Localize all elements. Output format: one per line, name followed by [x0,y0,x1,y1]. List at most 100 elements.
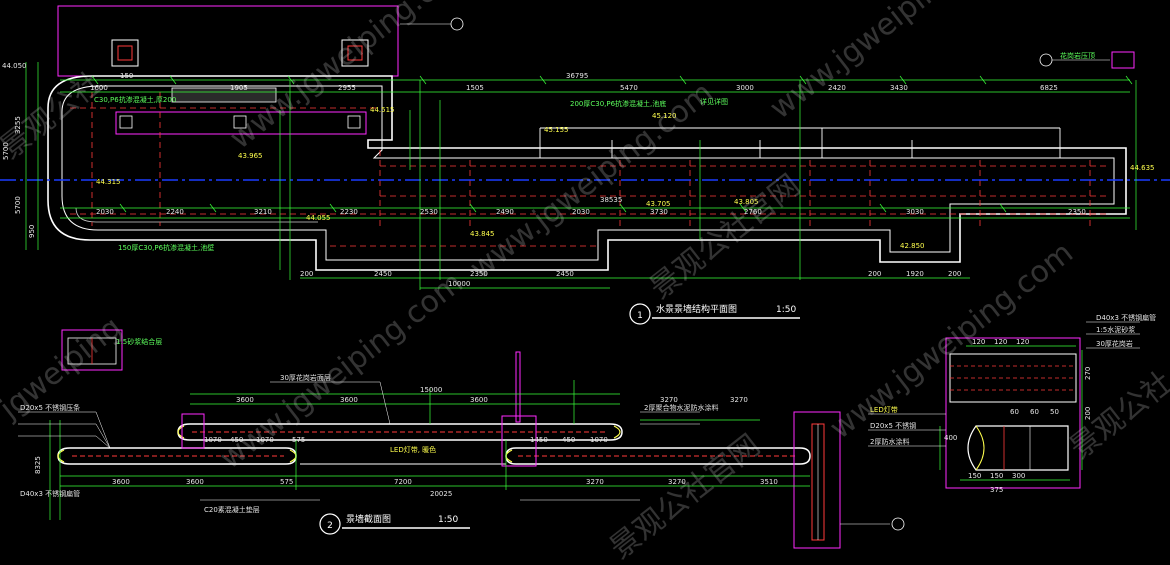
plan-mid-dim-7: 3730 [650,208,668,216]
detail-coping [967,425,1069,471]
section-dim-15: 3600 [112,478,130,486]
plan-elev-7: 43.845 [470,230,495,238]
plan-top-dim-labels: 150 1600 1905 2955 1505 5470 36795 3000 … [90,72,1058,92]
detail-note-labels: D40x3 不锈钢扁管 LED灯带 D20x5 不锈钢 1:5水泥砂浆 30厚花… [870,313,1156,446]
section-dim-11: 3270 [586,478,604,486]
detail-note-5: 2厚防水涂料 [870,437,909,446]
section-wall-lower-left [57,447,297,465]
plan-jet-1 [119,115,133,129]
plan-mid-dim-6: 2030 [572,208,590,216]
plan-mid-dim-0: 2030 [96,208,114,216]
section-dim-5: 15000 [420,386,442,394]
plan-left-dim-4: 950 [28,225,36,238]
plan-note-labels: C30,P6抗渗混凝土,厚200 200厚C30,P6抗渗混凝土,池底 150厚… [94,51,1095,252]
plan-elev-4: 45.155 [544,126,569,134]
plan-bottom-dim-5: 200 [868,270,881,278]
plan-title: 水景景墙结构平面图 [656,303,737,315]
plan-corner-tag [1111,51,1135,69]
section-dim-20: 3270 [660,396,678,404]
section-dim-6: 3600 [470,396,488,404]
section-dim-1: 450 [230,436,243,444]
plan-column-left [111,39,139,67]
plan-top-dim-10: 6825 [1040,84,1058,92]
plan-scale: 1:50 [776,305,796,315]
plan-left-dim-3: 5700 [14,196,22,214]
detail-dim-8: 375 [990,486,1003,494]
section-dim-0: 1070 [204,436,222,444]
plan-note-1: 200厚C30,P6抗渗混凝土,池底 [570,99,666,108]
detail-frame [945,337,1081,489]
section-dim-2: 1070 [256,436,274,444]
plan-left-dim-labels: 44.050 5700 3255 5700 950 [2,62,36,238]
plan-basin-upper [115,111,367,135]
plan-mid-dim-4: 2530 [420,208,438,216]
detail-leader-lines [868,321,1140,447]
detail-dim-labels: 120 120 120 60 60 150 150 300 375 270 20… [944,338,1092,494]
section-dim-17: 575 [280,478,293,486]
plan-elev-2: 43.965 [238,152,263,160]
detail-dim-2: 120 [1016,338,1029,346]
section-dim-16: 3600 [186,478,204,486]
section-view: 1070 450 1070 3600 3600 15000 3600 575 1… [18,329,905,549]
section-dim-21: 3270 [730,396,748,404]
plan-column-left-core [117,45,133,61]
section-dim-8: 1450 [530,436,548,444]
detail-dim-11: 400 [944,434,957,442]
plan-note-2: 150厚C30,P6抗渗混凝土,池壁 [118,243,214,252]
plan-jet-2 [233,115,247,129]
section-title-number: 2 [327,521,333,531]
section-leader-lines [18,381,890,525]
detail-dim-12: 50 [1050,408,1059,416]
plan-mid-dim-1: 2240 [166,208,184,216]
detail-note-3: 1:5水泥砂浆 [1096,325,1135,334]
detail-coping-curve [975,425,985,471]
section-note-6: C20素混凝土垫层 [204,505,260,514]
section-note-2: D40x3 不锈钢扁管 [20,489,80,498]
detail-note-0: D40x3 不锈钢扁管 [1096,313,1156,322]
plan-mid-dim-11: 38535 [600,196,622,204]
plan-mid-dim-2: 3210 [254,208,272,216]
section-dim-7: 575 [292,436,305,444]
plan-top-dim-1: 1600 [90,84,108,92]
detail-dim-6: 150 [990,472,1003,480]
plan-column-right-core [347,45,363,61]
plan-elev-10: 44.635 [1130,164,1155,172]
detail-dimension-lines [939,345,1083,481]
section-detail-box-a [61,329,123,371]
plan-top-dim-8: 2420 [828,84,846,92]
plan-bottom-dim-0: 200 [300,270,313,278]
plan-note-4: 花岗岩压顶 [1060,51,1095,60]
detail-view: 120 120 120 60 60 150 150 300 375 270 20… [868,313,1156,494]
section-detail-symbol [891,517,905,531]
plan-top-dim-5: 5470 [620,84,638,92]
detail-dim-7: 300 [1012,472,1025,480]
plan-bottom-dim-4: 2350 [470,270,488,278]
detail-dim-1: 120 [994,338,1007,346]
section-detail-box-b [181,413,205,449]
plan-view: 1 水景景墙结构平面图 1:50 150 1600 1905 2955 1505… [0,5,1170,325]
plan-bottom-dim-7: 200 [948,270,961,278]
plan-feature-panel [171,87,277,103]
section-dim-18: 7200 [394,478,412,486]
plan-note-0: C30,P6抗渗混凝土,厚200 [94,95,176,104]
detail-dim-4: 60 [1030,408,1039,416]
section-note-4: 30厚花岗岩面层 [280,373,331,382]
plan-top-dim-3: 2955 [338,84,356,92]
plan-jet-3 [347,115,361,129]
section-dim-19: 20025 [430,490,452,498]
plan-dimension-lines [25,62,1137,290]
plan-left-dim-1: 5700 [2,142,10,160]
plan-title-circle [629,303,651,325]
section-dim-13: 3510 [760,478,778,486]
section-note-1: D20x5 不锈钢压条 [20,403,80,412]
plan-bottom-dim-2: 2450 [556,270,574,278]
detail-note-2: D20x5 不锈钢 [870,421,916,430]
section-note-labels: 1:5砂浆结合层 D20x5 不锈钢压条 D40x3 不锈钢扁管 LED灯带, … [20,337,718,514]
section-dim-10: 1070 [590,436,608,444]
plan-elev-8: 42.850 [900,242,925,250]
plan-elev-6: 43.705 [646,200,671,208]
plan-left-dim-0: 44.050 [2,62,27,70]
plan-hidden-lines [70,92,1110,247]
section-dim-4: 3600 [340,396,358,404]
